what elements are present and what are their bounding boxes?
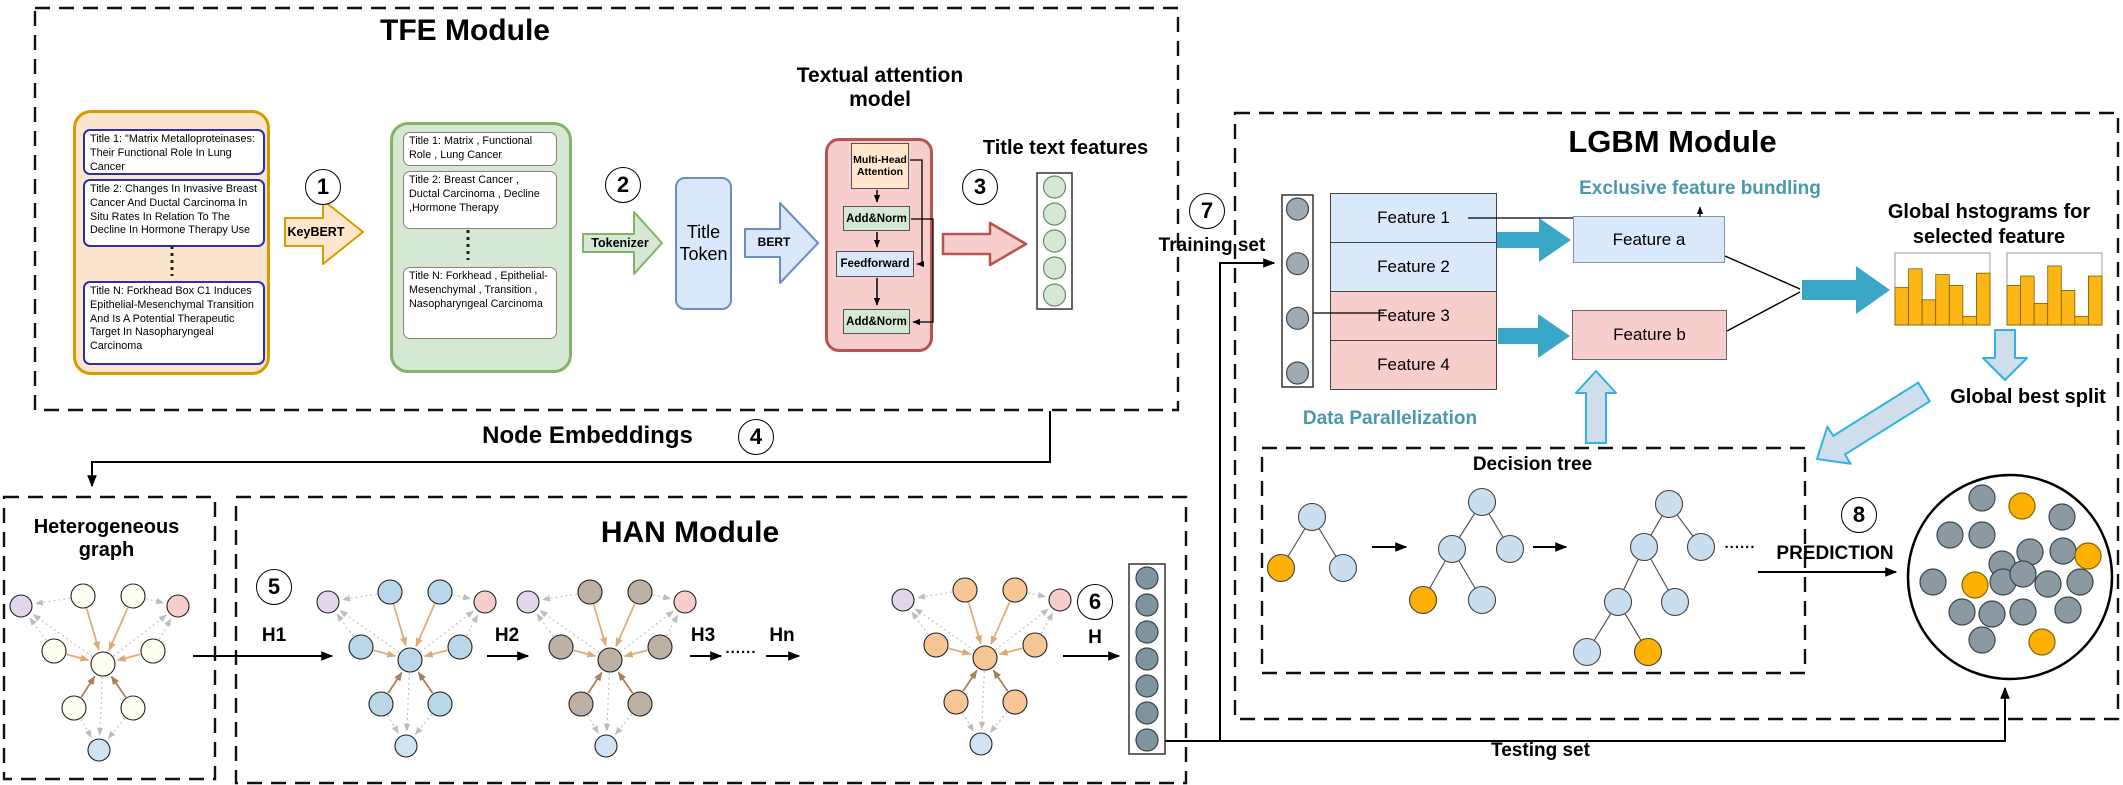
step-circle-7: 7 [1189,193,1225,229]
feature-b-box: Feature b [1572,310,1727,360]
step-7-number: 7 [1200,198,1214,223]
han-ellipsis: ...... [725,640,757,657]
add-norm-block-2: Add&Norm [843,309,910,334]
training-input-vector [1281,194,1314,388]
step-circle-2: 2 [605,167,641,203]
heterogeneous-graph-title: Heterogeneous graph [33,516,180,561]
title-text-features-title: Title text features [982,137,1149,159]
best-split-down-arrow [1982,329,2028,381]
testing-set-connector [1150,686,2010,742]
step-circle-6: 6 [1077,584,1113,620]
decision-tree-2 [1408,487,1525,615]
global-histogram-left [1894,252,1991,326]
keybert-label: KeyBERT [287,225,345,239]
feature-row-1: Feature 1 [1330,193,1497,243]
decision-tree-title: Decision tree [1472,454,1593,475]
best-split-diag-arrow [1816,381,1931,465]
bundling-arrow-a [1497,218,1571,262]
h1-label: H1 [261,625,287,646]
keyword-title-n: Title N: Forkhead , Epithelial-Mesenchym… [403,267,557,339]
title-features-vector [1036,172,1073,310]
raw-title-1: Title 1: "Matrix Metalloproteinases: The… [83,129,265,175]
global-histogram-right [2006,252,2103,326]
h2-label: H2 [494,625,520,646]
raw-title-n: Title N: Forkhead Box C1 Induces Epithel… [83,281,265,365]
feature-row-3: Feature 3 [1330,291,1497,341]
step-3-number: 3 [973,174,987,199]
feature-a-link [1724,255,1801,290]
histogram-arrow [1802,266,1890,314]
node-embeddings-label: Node Embeddings [482,422,693,449]
global-best-split-label: Global best split [1950,386,2106,408]
textual-attention-title: Textual attention model [796,64,964,112]
step-5-number: 5 [267,574,281,599]
step-4-number: 4 [749,424,763,449]
title-token-box: Title Token [675,177,732,310]
tfe-output-arrow [941,221,1028,267]
hn-label: Hn [769,625,795,646]
feature-table: Feature 1 Feature 2 Feature 3 Feature 4 [1330,193,1497,390]
keyword-title-1: Title 1: Matrix , Functional Role , Lung… [403,132,557,166]
multi-head-attention-block: Multi-Head Attention [851,143,909,189]
dt-ellipsis: ...... [1724,535,1756,552]
add-norm-block-1: Add&Norm [843,206,910,231]
han-graph-h1 [316,579,497,758]
step-circle-8: 8 [1841,497,1877,533]
han-graph-h2 [516,579,697,758]
step-circle-3: 3 [962,169,998,205]
raw-titles-box: Title 1: "Matrix Metalloproteinases: The… [73,110,270,375]
dt-to-feature-b-arrow [1575,370,1617,444]
raw-title-2: Title 2: Changes In Invasive Breast Canc… [83,179,265,247]
feature-a-box: Feature a [1573,216,1725,263]
decision-tree-box [1260,446,1807,675]
training-set-label: Training set [1158,235,1266,256]
global-histograms-title: Global hstograms for selected feature [1887,201,2091,248]
feature-row-2: Feature 2 [1330,242,1497,292]
feature-b-link [1726,291,1801,332]
exclusive-feature-bundling-label: Exclusive feature bundling [1579,178,1821,199]
h-output-vector [1128,563,1166,755]
step-1-number: 1 [316,174,330,199]
step-2-number: 2 [616,172,630,197]
training-set-connector [1219,258,1276,741]
heterogeneous-graph [9,583,190,762]
han-module-title: HAN Module [600,516,780,549]
step-circle-1: 1 [305,169,341,205]
decision-tree-3 [1572,489,1716,667]
keyword-titles-box: Title 1: Matrix , Functional Role , Lung… [390,122,572,373]
keyword-title-2: Title 2: Breast Cancer , Ductal Carcinom… [403,171,557,229]
bert-label: BERT [757,235,791,249]
lgbm-module-title: LGBM Module [1568,124,1777,159]
prediction-result-circle [1906,473,2114,681]
tokenizer-label: Tokenizer [591,236,649,250]
step-circle-4: 4 [738,419,774,455]
prediction-label: PREDICTION [1776,543,1894,564]
feedforward-block: Feedforward [836,251,914,277]
step-6-number: 6 [1088,589,1102,614]
testing-set-label: Testing set [1491,740,1590,761]
data-parallelization-label: Data Parallelization [1302,408,1478,429]
decision-tree-1 [1266,502,1358,583]
tfe-module-title: TFE Module [380,14,550,47]
title-token-label: Title Token [679,221,728,264]
bundling-arrow-b [1498,314,1570,358]
feature-row-4: Feature 4 [1330,340,1497,390]
step-8-number: 8 [1852,502,1866,527]
han-graph-h3 [891,577,1072,756]
step-circle-5: 5 [256,569,292,605]
h-label: H [1088,627,1102,648]
